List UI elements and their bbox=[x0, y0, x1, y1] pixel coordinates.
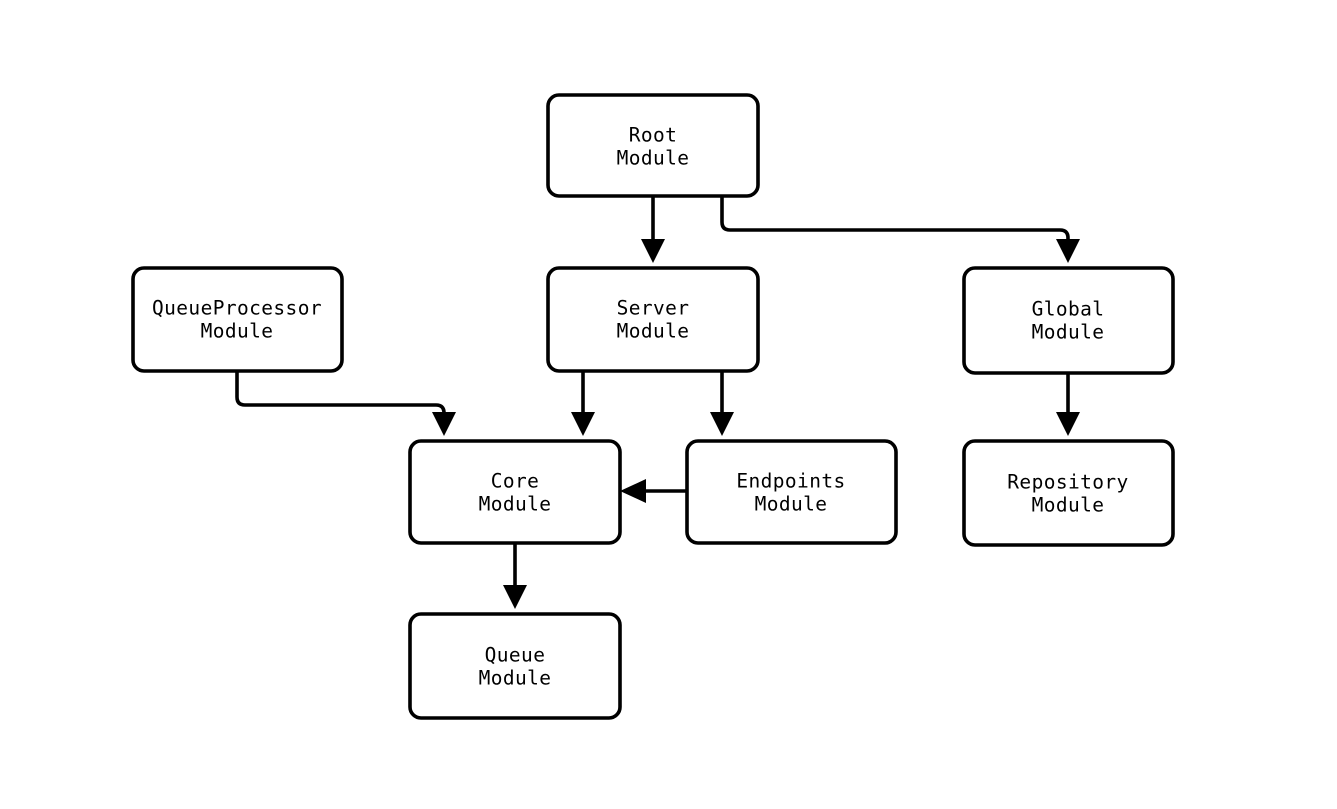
node-root-module[interactable]: Root Module bbox=[546, 93, 760, 198]
node-endpoints-module[interactable]: Endpoints Module bbox=[685, 439, 898, 545]
node-server-module-label-line1: Server bbox=[617, 297, 690, 320]
edge-global-repository bbox=[1056, 373, 1080, 436]
node-global-module-label-line1: Global bbox=[1032, 298, 1105, 321]
node-global-module-box[interactable] bbox=[962, 266, 1175, 375]
node-server-module-box[interactable] bbox=[546, 266, 760, 373]
edge-endpoints-core bbox=[620, 479, 687, 503]
node-queueprocessor-module-box[interactable] bbox=[131, 266, 344, 373]
node-endpoints-module-box[interactable] bbox=[685, 439, 898, 545]
node-queueprocessor-module[interactable]: QueueProcessor Module bbox=[131, 266, 344, 373]
node-root-module-label-line2: Module bbox=[617, 147, 690, 170]
edge-root-server bbox=[641, 196, 665, 263]
node-server-module[interactable]: Server Module bbox=[546, 266, 760, 373]
edge-server-endpoints bbox=[710, 371, 734, 436]
node-core-module-label-line1: Core bbox=[491, 470, 540, 493]
node-global-module-label-line2: Module bbox=[1032, 321, 1105, 344]
node-server-module-label-line2: Module bbox=[617, 320, 690, 343]
node-core-module[interactable]: Core Module bbox=[408, 439, 622, 545]
node-repository-module-label-line2: Module bbox=[1032, 494, 1105, 517]
edge-queueprocessor-core bbox=[235, 371, 456, 436]
node-root-module-label-line1: Root bbox=[629, 124, 678, 147]
node-global-module[interactable]: Global Module bbox=[962, 266, 1175, 375]
node-queueprocessor-module-label-line1: QueueProcessor bbox=[152, 297, 322, 320]
node-repository-module[interactable]: Repository Module bbox=[962, 439, 1175, 547]
node-core-module-label-line2: Module bbox=[479, 493, 552, 516]
node-queue-module-label-line1: Queue bbox=[485, 644, 546, 667]
node-repository-module-label-line1: Repository bbox=[1007, 471, 1128, 494]
node-endpoints-module-label-line1: Endpoints bbox=[736, 470, 845, 493]
edge-server-core bbox=[571, 371, 595, 436]
node-root-module-box[interactable] bbox=[546, 93, 760, 198]
edge-root-global bbox=[720, 196, 1080, 263]
node-queue-module-label-line2: Module bbox=[479, 667, 552, 690]
node-endpoints-module-label-line2: Module bbox=[755, 493, 828, 516]
edge-core-queue bbox=[503, 543, 527, 609]
edge-layer bbox=[235, 196, 1080, 609]
node-layer: Root Module QueueProcessor Module Server… bbox=[131, 93, 1175, 720]
node-core-module-box[interactable] bbox=[408, 439, 622, 545]
node-queue-module-box[interactable] bbox=[408, 612, 622, 720]
node-queueprocessor-module-label-line2: Module bbox=[201, 320, 274, 343]
node-repository-module-box[interactable] bbox=[962, 439, 1175, 547]
node-queue-module[interactable]: Queue Module bbox=[408, 612, 622, 720]
